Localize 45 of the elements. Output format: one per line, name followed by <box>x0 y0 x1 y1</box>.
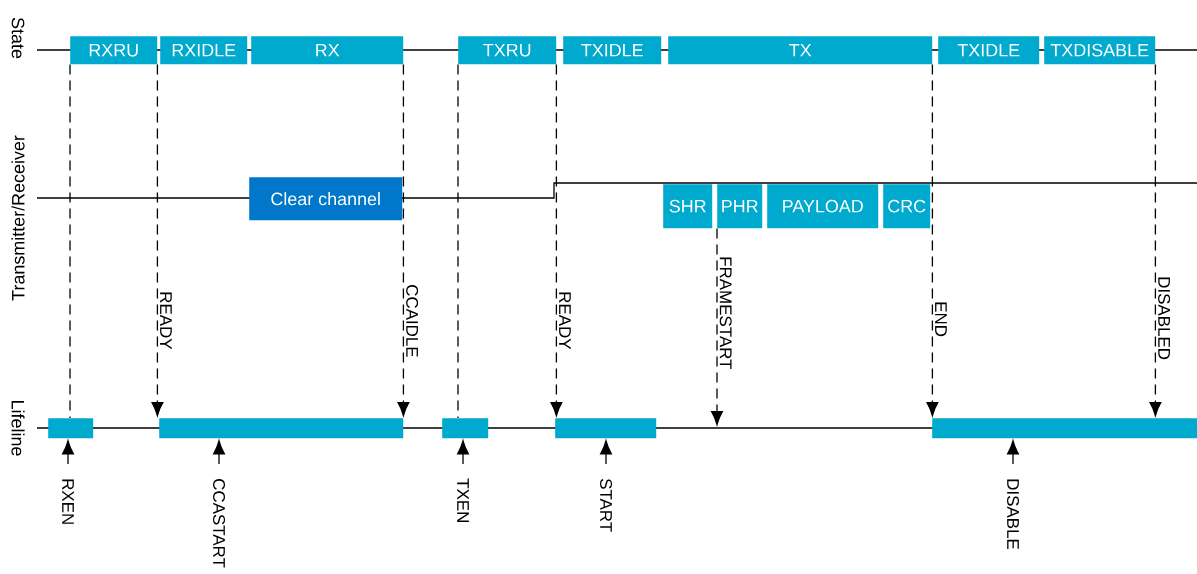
arrow <box>1007 440 1019 465</box>
task-label: DISABLE <box>1007 479 1019 549</box>
edge-label: END <box>935 302 947 337</box>
task-label: RXEN <box>62 479 74 524</box>
arrow <box>151 63 164 417</box>
arrow <box>711 227 723 426</box>
row-label: Transmitter/Receiver <box>11 135 25 301</box>
lifeline-bar <box>48 418 94 439</box>
packet-field-box: CRC <box>883 184 931 229</box>
edge-label: DISABLED <box>1158 277 1171 360</box>
lifeline-bar <box>442 418 489 439</box>
clear-channel-box: Clear channel <box>249 177 403 221</box>
arrow <box>457 440 469 465</box>
state-box: TXRU <box>458 36 557 65</box>
edge-label: READY <box>559 292 571 350</box>
packet-field-box: PAYLOAD <box>767 184 879 229</box>
edge-label: READY <box>160 292 172 350</box>
arrow <box>1149 63 1162 417</box>
lifeline-bar <box>555 418 657 439</box>
packet-field-box: PHR <box>717 184 763 229</box>
state-box: TXIDLE <box>938 36 1040 65</box>
lifeline-bar <box>159 418 404 439</box>
packet-field-box: SHR <box>663 184 713 229</box>
task-label: CCASTART <box>213 479 225 568</box>
edge-label: FRAMESTART <box>719 257 732 370</box>
state-box: TXIDLE <box>563 36 662 65</box>
arrow <box>600 440 612 465</box>
arrow <box>62 440 74 465</box>
state-box: RXRU <box>70 36 158 65</box>
state-box: TX <box>668 36 933 65</box>
row-label: Lifeline <box>11 401 25 456</box>
dashed-line <box>457 63 459 419</box>
state-box: TXDISABLE <box>1044 36 1156 65</box>
arrow <box>213 440 225 465</box>
state-box: RX <box>251 36 404 65</box>
arrow <box>550 63 563 417</box>
task-label: TXEN <box>457 478 469 522</box>
state-box: RXIDLE <box>160 36 248 65</box>
edge-label: CCAIDLE <box>406 285 419 357</box>
task-label: START <box>600 478 612 532</box>
dashed-line <box>69 63 71 419</box>
arrow <box>926 63 939 417</box>
row-label: State <box>11 17 25 59</box>
arrow <box>397 63 410 417</box>
lifeline-bar <box>932 418 1197 439</box>
